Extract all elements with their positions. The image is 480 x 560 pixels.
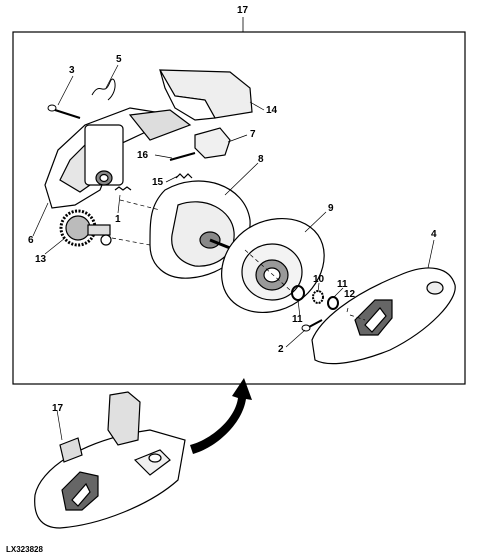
part-8-guard (149, 180, 251, 279)
callout-17-top: 17 (237, 5, 249, 16)
callout-12: 12 (344, 289, 356, 300)
part-9-wheel (221, 217, 325, 313)
callout-13: 13 (35, 254, 47, 265)
leader-lines (32, 64, 435, 441)
assembly-arrow (190, 378, 252, 454)
part-6-housing (44, 107, 156, 209)
part-7-cover (194, 127, 231, 159)
part-4-cover (311, 267, 456, 365)
callout-1: 1 (115, 214, 121, 225)
callout-6: 6 (28, 235, 34, 246)
callout-11a: 11 (337, 279, 348, 290)
part-15-spring (175, 173, 193, 179)
assembled-view (34, 391, 186, 529)
part-5-spring (91, 78, 116, 101)
callout-15: 15 (152, 177, 164, 188)
part-16-pin (169, 152, 196, 161)
diagram-frame (12, 31, 466, 385)
callout-7: 7 (250, 129, 256, 140)
callout-3: 3 (69, 65, 75, 76)
callout-14: 14 (266, 105, 278, 116)
part-1-spring (114, 186, 132, 191)
part-14-bracket (128, 69, 253, 141)
callout-17-bottom: 17 (52, 403, 64, 414)
part-13-gear (59, 209, 112, 247)
callout-8: 8 (258, 154, 264, 165)
callout-5: 5 (116, 54, 122, 65)
assembly-lines (111, 199, 366, 321)
part-3-screw (47, 104, 81, 119)
callout-10: 10 (313, 274, 325, 285)
callout-9: 9 (328, 203, 334, 214)
part-2-screw (301, 319, 323, 332)
callout-4: 4 (431, 229, 437, 240)
callout-2: 2 (278, 344, 284, 355)
callout-16: 16 (137, 150, 149, 161)
figure-id: LX323828 (6, 545, 43, 554)
callout-11b: 11 (292, 314, 303, 325)
